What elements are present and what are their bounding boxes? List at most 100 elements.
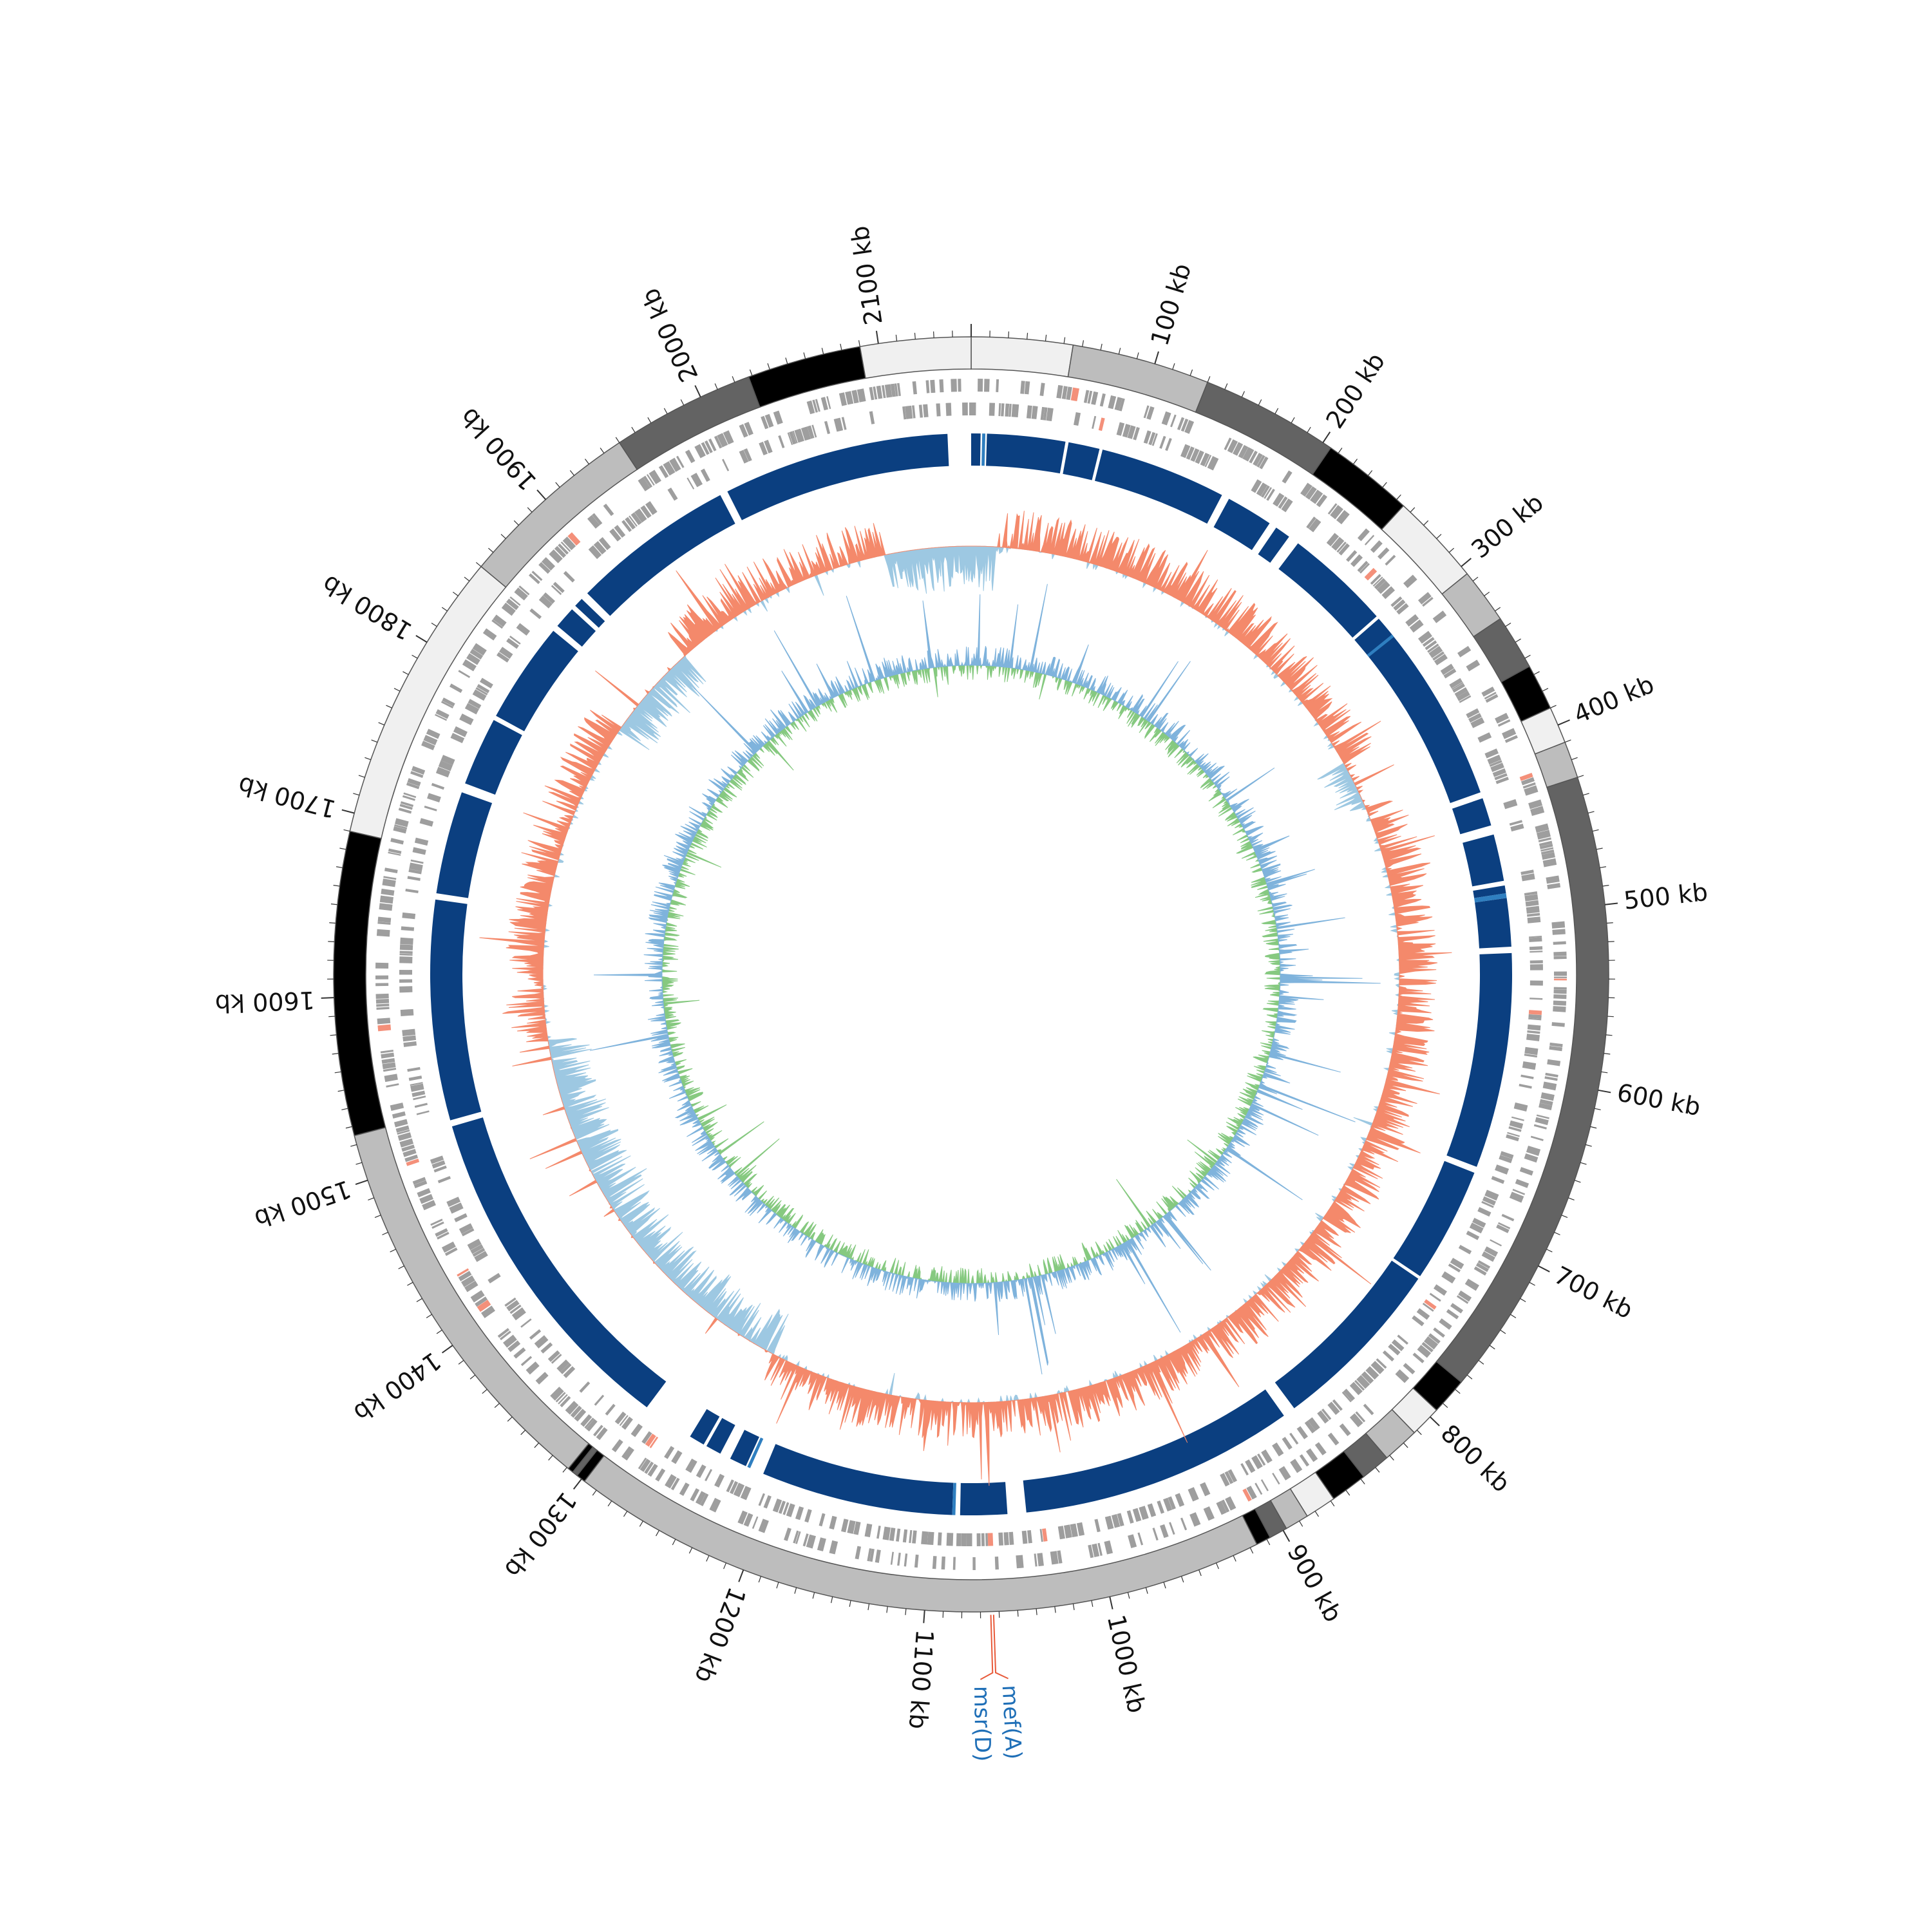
cds-feature [1502, 728, 1517, 739]
cds-feature [1349, 1413, 1363, 1428]
cds-feature [1520, 869, 1534, 875]
cds-feature [1519, 1083, 1532, 1089]
major-tick [1604, 902, 1618, 905]
cds-feature [1204, 455, 1212, 468]
minor-tick [345, 1126, 352, 1129]
cds-feature [440, 755, 455, 766]
minor-tick [1582, 793, 1589, 796]
cds-feature [1114, 397, 1122, 411]
cds-feature [1388, 1343, 1401, 1356]
cds-feature [1539, 1103, 1553, 1110]
major-tick [415, 634, 428, 643]
minor-tick [1345, 1490, 1350, 1496]
minor-tick [365, 757, 371, 761]
cds-feature [506, 638, 519, 649]
cds-feature [1450, 1258, 1464, 1269]
cds-feature [1264, 487, 1273, 499]
resistance-gene-label: mef(A) [997, 1684, 1027, 1760]
cds-feature [1074, 412, 1081, 426]
cds-feature [1266, 488, 1275, 501]
alignment-block [1023, 1389, 1284, 1513]
cds-feature [1063, 1524, 1072, 1539]
cds-feature [593, 1425, 603, 1437]
cds-feature [1126, 1510, 1134, 1524]
minor-tick [337, 1090, 345, 1092]
minor-tick [1389, 1455, 1394, 1461]
cds-feature [442, 697, 455, 707]
cds-feature [645, 1434, 656, 1447]
cds-feature [1527, 1024, 1541, 1031]
cds-feature [417, 1188, 431, 1198]
cds-feature [1545, 1072, 1558, 1078]
cds-feature [1238, 444, 1249, 459]
cds-feature [1190, 448, 1200, 462]
cds-feature [1481, 687, 1495, 697]
minor-tick [1118, 348, 1121, 355]
cds-feature [1425, 640, 1437, 650]
cds-feature [593, 541, 607, 555]
cds-feature [1349, 1381, 1363, 1396]
gc-content-track [479, 511, 1452, 1486]
minor-tick [1054, 1606, 1056, 1613]
minor-tick [393, 688, 401, 692]
cds-feature [574, 1408, 587, 1422]
major-tick [1154, 351, 1159, 365]
cds-feature [1332, 1399, 1343, 1411]
cds-feature [529, 1329, 542, 1340]
cds-feature [1354, 1379, 1365, 1391]
cds-feature [664, 1446, 675, 1459]
cds-feature [1529, 935, 1542, 938]
cds-feature [1457, 645, 1472, 658]
cds-feature [1346, 550, 1358, 562]
cds-feature [407, 778, 421, 787]
major-tick [1598, 1089, 1611, 1094]
cds-feature [538, 595, 553, 609]
cds-feature [1034, 1553, 1037, 1567]
minor-tick [1594, 1108, 1601, 1110]
cds-feature [414, 837, 429, 846]
cds-feature [778, 1501, 786, 1514]
minor-tick [1382, 482, 1387, 488]
cds-feature [894, 383, 898, 397]
cds-feature [1525, 900, 1539, 907]
cds-feature [1259, 456, 1269, 469]
cds-feature [1497, 1222, 1511, 1229]
alignment-highlight [952, 1482, 956, 1515]
cds-feature [630, 512, 642, 526]
cds-feature [567, 532, 581, 546]
cds-feature [558, 1394, 568, 1405]
cds-feature [460, 1275, 475, 1287]
minor-tick [714, 383, 718, 390]
major-tick [1109, 1596, 1113, 1610]
minor-tick [1524, 654, 1531, 659]
cds-feature [670, 1477, 680, 1491]
cds-feature [1521, 873, 1535, 882]
alignment-block [763, 1444, 954, 1515]
cds-feature [585, 1419, 598, 1432]
cds-feature [817, 1537, 826, 1551]
tick-label: 1000 kb [1102, 1612, 1151, 1716]
cds-feature [1227, 1469, 1238, 1482]
cds-feature [398, 808, 412, 814]
cds-feature [467, 1238, 482, 1251]
cds-feature [1327, 1401, 1340, 1416]
cds-feature [1152, 1528, 1159, 1541]
major-tick [1430, 1416, 1440, 1426]
alignment-block [1393, 1160, 1475, 1276]
cds-feature [1050, 1551, 1059, 1565]
cds-feature [513, 1347, 526, 1359]
cds-feature [996, 379, 999, 392]
alignment-block [436, 792, 493, 898]
cds-feature [534, 1335, 549, 1349]
cds-feature [1526, 1034, 1540, 1041]
cds-feature [621, 1416, 633, 1430]
cds-feature [1216, 1501, 1227, 1515]
cds-feature [851, 390, 859, 404]
cds-feature [1416, 1308, 1430, 1320]
cds-feature [1490, 762, 1504, 772]
cds-feature [1161, 411, 1171, 426]
cds-feature [1530, 806, 1545, 816]
cds-feature [1528, 799, 1543, 810]
major-tick [738, 1569, 744, 1582]
cds-feature [726, 1479, 734, 1493]
